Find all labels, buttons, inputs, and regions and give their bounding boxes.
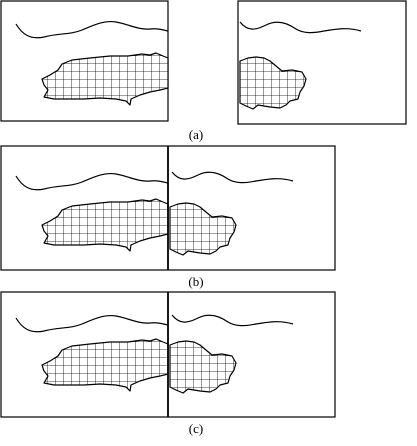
panel-a-left-image [0, 0, 169, 122]
caption-c: (c) [189, 421, 203, 436]
caption-b: (b) [188, 274, 203, 289]
panel-a: (a) [0, 0, 407, 142]
caption-a: (a) [189, 127, 203, 142]
panel-b: (b) [0, 145, 336, 289]
panel-a-right-image [237, 0, 407, 125]
panel-c: (c) [0, 291, 336, 436]
figure: (a) (b) (c) [0, 0, 407, 436]
